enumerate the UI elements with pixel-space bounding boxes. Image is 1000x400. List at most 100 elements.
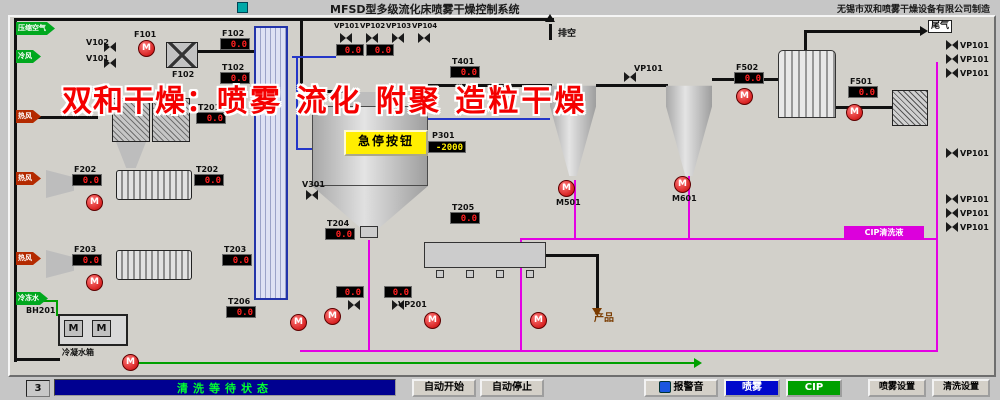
gauge-label: F102 [222, 29, 245, 38]
valve-label: VP101 [960, 209, 989, 218]
tank-motor-1: M [64, 320, 83, 337]
fluid-bed-valve [526, 270, 534, 278]
pump-M601[interactable]: M [674, 176, 691, 193]
fluid-bed [424, 242, 546, 268]
mini-gauge: 0.0 [366, 44, 394, 56]
valve-right [946, 148, 958, 158]
exhaust-arrow [920, 26, 928, 36]
pipe [14, 116, 98, 119]
gauge-value: 0.0 [450, 212, 480, 224]
label-V301: V301 [302, 180, 325, 189]
gauge-value: 0.0 [196, 112, 226, 124]
pipe-green [126, 362, 694, 364]
cip-pipe [520, 240, 522, 352]
inlet-hot-air-2: 热风 [16, 172, 41, 185]
pump-F203[interactable]: M [86, 274, 103, 291]
valve-VP101-mid [624, 72, 636, 82]
chamber-hopper [338, 92, 382, 106]
exhaust-filter [892, 90, 928, 126]
pipe-green [56, 300, 58, 316]
pipe-blue [292, 56, 336, 58]
pipe [596, 254, 599, 308]
inlet-compressed-air: 压缩空气 [16, 22, 55, 35]
pipe [300, 90, 348, 93]
valve-right [946, 222, 958, 232]
pump-F502[interactable]: M [736, 88, 753, 105]
label-F102: F102 [172, 70, 195, 79]
spray-settings-button[interactable]: 喷雾设置 [868, 379, 926, 397]
gauge-value: 0.0 [450, 66, 480, 78]
gauge-label: F502 [736, 63, 759, 72]
inlet-cold-air: 冷风 [16, 50, 41, 63]
label-BH201: BH201 [26, 306, 56, 315]
cip-supply-tag: CIP清洗液 [844, 226, 924, 240]
pump-F202[interactable]: M [86, 194, 103, 211]
spray-button[interactable]: 喷雾 [724, 379, 780, 397]
pipe [428, 84, 552, 87]
valve-right [946, 40, 958, 50]
valve-label: VP101 [960, 223, 989, 232]
valve-VP104 [418, 33, 430, 43]
cip-button[interactable]: CIP [786, 379, 842, 397]
gauge-value: 0.0 [220, 38, 250, 50]
flow-arrow [694, 358, 702, 368]
pipe [544, 254, 598, 257]
pump-M501[interactable]: M [558, 180, 575, 197]
gauge-label: T202 [196, 165, 219, 174]
valve-V101 [104, 58, 116, 68]
auto-stop-button[interactable]: 自动停止 [480, 379, 544, 397]
alarm-sound-button[interactable]: 报警音 [644, 379, 718, 397]
label-VP101-mid: VP101 [634, 64, 663, 73]
pipe [14, 18, 554, 21]
valve-label: VP101 [960, 69, 989, 78]
product-arrow [592, 308, 602, 316]
watermark-brand: 双和干燥： [62, 84, 217, 119]
pipe [300, 18, 303, 92]
valve-VP201-b [392, 300, 404, 310]
label-product: 产品 [594, 313, 614, 324]
clean-settings-button[interactable]: 清洗设置 [932, 379, 990, 397]
label-F101: F101 [134, 30, 157, 39]
valve-VP102 [366, 33, 378, 43]
gauge-value: 0.0 [734, 72, 764, 84]
pipe [549, 24, 552, 40]
status-counter: 3 [26, 380, 50, 397]
label-vent: 排空 [558, 29, 577, 39]
fluid-bed-valve [436, 270, 444, 278]
pipe [14, 18, 17, 362]
gauge-value: 0.0 [194, 174, 224, 186]
gauge-value: 0.0 [220, 72, 250, 84]
cip-pipe [688, 176, 690, 238]
cip-pipe [520, 238, 938, 240]
pump-bottom-1[interactable]: M [290, 314, 307, 331]
gauge-value: 0.0 [226, 306, 256, 318]
pump-bottom-3[interactable]: M [424, 312, 441, 329]
gauge-value-pressure: -2000 [428, 141, 466, 153]
pump-bottom-4[interactable]: M [530, 312, 547, 329]
valve-label: VP101 [334, 22, 360, 30]
gauge-value: 0.0 [72, 174, 102, 186]
watermark: 双和干燥：喷雾 流化 附聚 造粒干燥 [62, 76, 587, 120]
auto-start-button[interactable]: 自动开始 [412, 379, 476, 397]
pump-F101[interactable]: M [138, 40, 155, 57]
cip-pipe [300, 350, 938, 352]
label-M501: M501 [556, 198, 581, 207]
inlet-hot-air-1: 热风 [16, 110, 41, 123]
valve-right [946, 54, 958, 64]
inlet-hot-air-3: 热风 [16, 252, 41, 265]
pump-bottom-2[interactable]: M [324, 308, 341, 325]
tank-motor-2: M [92, 320, 111, 337]
pump-condensate[interactable]: M [122, 354, 139, 371]
gauge-label: P301 [432, 131, 455, 140]
bag-filter [254, 26, 288, 300]
blower-fan [166, 42, 198, 68]
cip-pipe [574, 180, 576, 238]
gauge-label: T205 [452, 203, 475, 212]
emergency-stop-button[interactable]: 急停按钮 [344, 130, 428, 156]
valve-label: VP101 [960, 41, 989, 50]
valve-label: VP104 [412, 22, 438, 30]
gauge-label: T102 [222, 63, 245, 72]
pump-F501[interactable]: M [846, 104, 863, 121]
valve-right [946, 68, 958, 78]
